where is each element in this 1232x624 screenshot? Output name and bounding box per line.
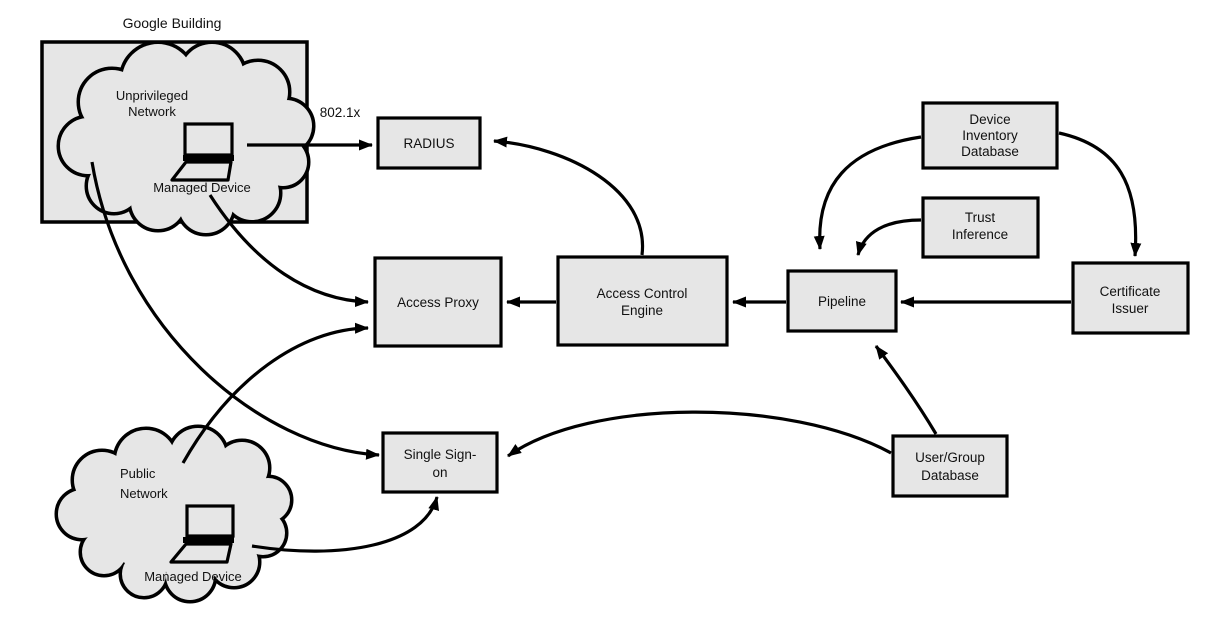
certificate-issuer-label-line2: Issuer [1112,301,1149,316]
single-sign-on-box [381,431,499,494]
public-network-label-line2: Network [120,486,168,501]
node-access-control-engine: Access Control Engine [556,255,729,347]
node-user-group-database: User/Group Database [891,434,1009,498]
managed-device-label-unprivileged: Managed Device [153,180,251,195]
edge-unprivileged-cloud-to-access-proxy [208,194,369,308]
edges [90,131,1142,553]
access-control-engine-box [556,255,729,347]
user-group-database-label-line1: User/Group [915,450,985,465]
edge-device-inventory-database-to-certificate-issuer [1058,131,1142,257]
trust-inference-label-line1: Trust [965,210,995,225]
node-pipeline: Pipeline [786,269,898,333]
edge-public-cloud-to-access-proxy [181,322,369,464]
unprivileged-network-label-line2: Network [128,104,176,119]
node-radius: RADIUS [376,116,482,170]
managed-device-laptop-public [169,504,235,564]
certificate-issuer-box [1071,261,1190,335]
unprivileged-network-label-line1: Unprivileged [116,88,188,103]
edge-device-inventory-database-to-pipeline [813,135,922,250]
single-sign-on-label-line1: Single Sign- [404,447,477,462]
edge-unprivileged-cloud-to-single-sign-on [90,161,380,460]
device-inventory-database-box [921,101,1059,170]
access-proxy-label: Access Proxy [397,295,479,310]
edge-trust-inference-to-pipeline [855,218,922,256]
laptop-base [169,542,233,564]
laptop-screen [183,122,234,157]
trust-inference-box [921,196,1040,259]
edge-access-control-engine-to-radius [493,136,645,256]
public-network-label-line1: Public [120,466,156,481]
laptop-screen [185,504,235,538]
google-building-label: Google Building [123,15,222,31]
pipeline-label: Pipeline [818,294,866,309]
device-inventory-database-label-line1: Device [969,112,1010,127]
device-inventory-database-label-line2: Inventory [962,128,1018,143]
edge-label-8021x: 802.1x [320,105,361,120]
user-group-database-box [891,434,1009,498]
node-certificate-issuer: Certificate Issuer [1071,261,1190,335]
node-trust-inference: Trust Inference [921,196,1040,259]
single-sign-on-label-line2: on [432,465,447,480]
device-inventory-database-label-line3: Database [961,144,1019,159]
radius-label: RADIUS [403,136,454,151]
user-group-database-label-line2: Database [921,468,979,483]
node-single-sign-on: Single Sign- on [381,431,499,494]
pipeline-box [786,269,898,333]
trust-inference-label-line2: Inference [952,227,1008,242]
node-device-inventory-database: Device Inventory Database [921,101,1059,170]
managed-device-laptop-unprivileged [170,122,234,182]
edge-user-group-database-to-single-sign-on [507,410,892,458]
access-control-engine-label-line2: Engine [621,303,663,318]
radius-box [376,116,482,170]
managed-device-label-public: Managed Device [144,569,242,584]
laptop-base [170,160,233,182]
edge-user-group-database-to-pipeline [874,345,938,435]
access-proxy-box [373,256,503,348]
certificate-issuer-label-line1: Certificate [1100,284,1161,299]
node-access-proxy: Access Proxy [373,256,503,348]
access-control-engine-label-line1: Access Control [597,286,688,301]
edge-public-laptop-to-single-sign-on [251,496,439,553]
